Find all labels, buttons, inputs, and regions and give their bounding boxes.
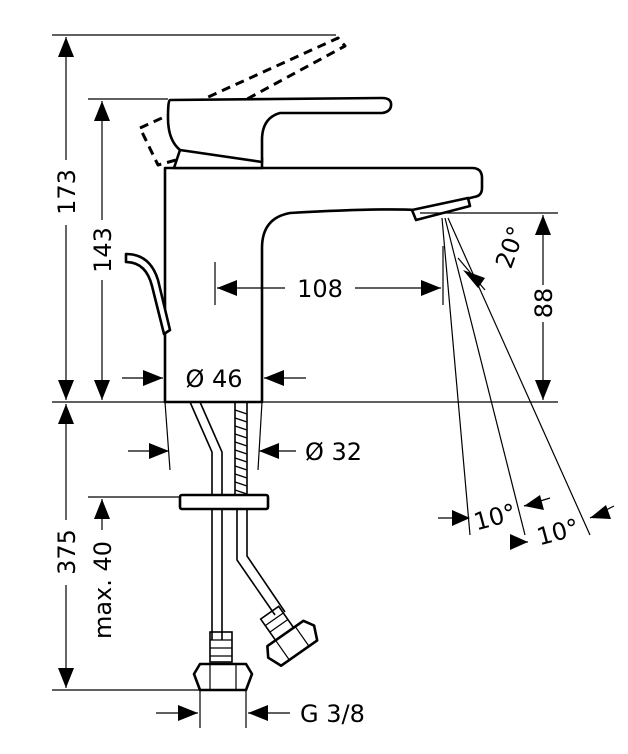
fixing-plate (178, 493, 270, 511)
dimension-lines (58, 37, 615, 721)
left-connection-nut (192, 662, 254, 692)
dim-shank-diameter: Ø 32 (305, 438, 362, 466)
spray-line-b (444, 217, 526, 536)
dim-connection-thread: G 3/8 (300, 700, 365, 728)
thread-hatch (234, 409, 248, 495)
dim-spout-height: 88 (530, 288, 558, 319)
dim-under-counter: 375 (53, 529, 81, 575)
dim-body-diameter: Ø 46 (185, 365, 242, 393)
dim-spray-angle: 20° (490, 222, 531, 272)
dim-angle-b: 10° (534, 513, 582, 551)
dim-lever-height: 143 (89, 227, 117, 273)
dim-spout-reach: 108 (297, 275, 343, 303)
lever-handle (166, 96, 393, 164)
under-counter-parts (178, 401, 319, 692)
left-connector-sleeve (209, 631, 233, 663)
extension-lines (52, 34, 591, 728)
dim-total-height: 173 (53, 169, 81, 215)
popup-rod (124, 252, 172, 336)
spray-line-c (447, 217, 591, 536)
aerator (410, 196, 472, 222)
left-connector-rings (210, 639, 232, 657)
right-connection-nut (259, 605, 319, 668)
spray-line-a (441, 217, 471, 536)
faucet-outline (124, 36, 484, 404)
left-nut-facets (209, 664, 237, 690)
dim-angle-a: 10° (471, 498, 519, 536)
dim-max-thickness: max. 40 (89, 541, 117, 639)
right-supply-hose (236, 509, 286, 616)
left-supply-hose (189, 401, 223, 640)
